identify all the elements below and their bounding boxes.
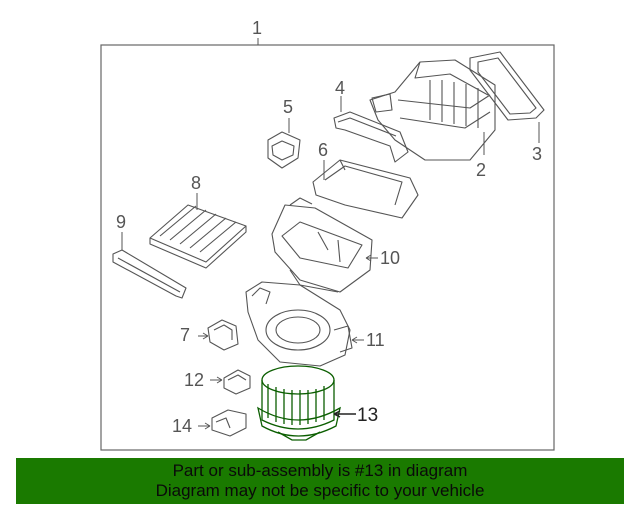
part-10-intake-case[interactable] (271, 197, 373, 293)
part-9-filter-door[interactable] (112, 249, 187, 299)
part-7-module[interactable] (207, 319, 239, 351)
banner-line-2: Diagram may not be specific to your vehi… (155, 481, 485, 500)
callout-14: 14 (172, 416, 192, 436)
part-6-filter-cover[interactable] (312, 159, 419, 219)
callout-9: 9 (116, 212, 126, 232)
part-8-cabin-filter[interactable] (149, 204, 247, 269)
callout-13: 13 (357, 405, 378, 426)
callout-12: 12 (184, 370, 204, 390)
part-3-seal-frame[interactable] (469, 51, 545, 121)
callout-10: 10 (380, 248, 400, 268)
callout-8: 8 (191, 173, 201, 193)
callout-1: 1 (252, 18, 262, 38)
callout-3: 3 (532, 144, 542, 164)
banner-line-1: Part or sub-assembly is #13 in diagram (172, 461, 468, 480)
part-12-resistor[interactable] (223, 369, 251, 395)
part-11-blower-housing[interactable] (245, 281, 353, 367)
callout-2: 2 (476, 160, 486, 180)
diagram-frame (100, 44, 555, 451)
part-14-switch[interactable] (211, 409, 247, 437)
callout-7: 7 (180, 325, 190, 345)
part-5-actuator[interactable] (267, 131, 301, 169)
part-13-blower-motor[interactable] (257, 365, 341, 441)
callout-4: 4 (335, 78, 345, 98)
parts-diagram: 1 2 3 4 5 6 8 (100, 18, 555, 451)
part-4-duct-seal[interactable] (333, 111, 409, 163)
callout-6: 6 (318, 140, 328, 160)
callout-11: 11 (366, 330, 385, 350)
callout-5: 5 (283, 97, 293, 117)
info-banner: Part or sub-assembly is #13 in diagram D… (16, 458, 624, 504)
